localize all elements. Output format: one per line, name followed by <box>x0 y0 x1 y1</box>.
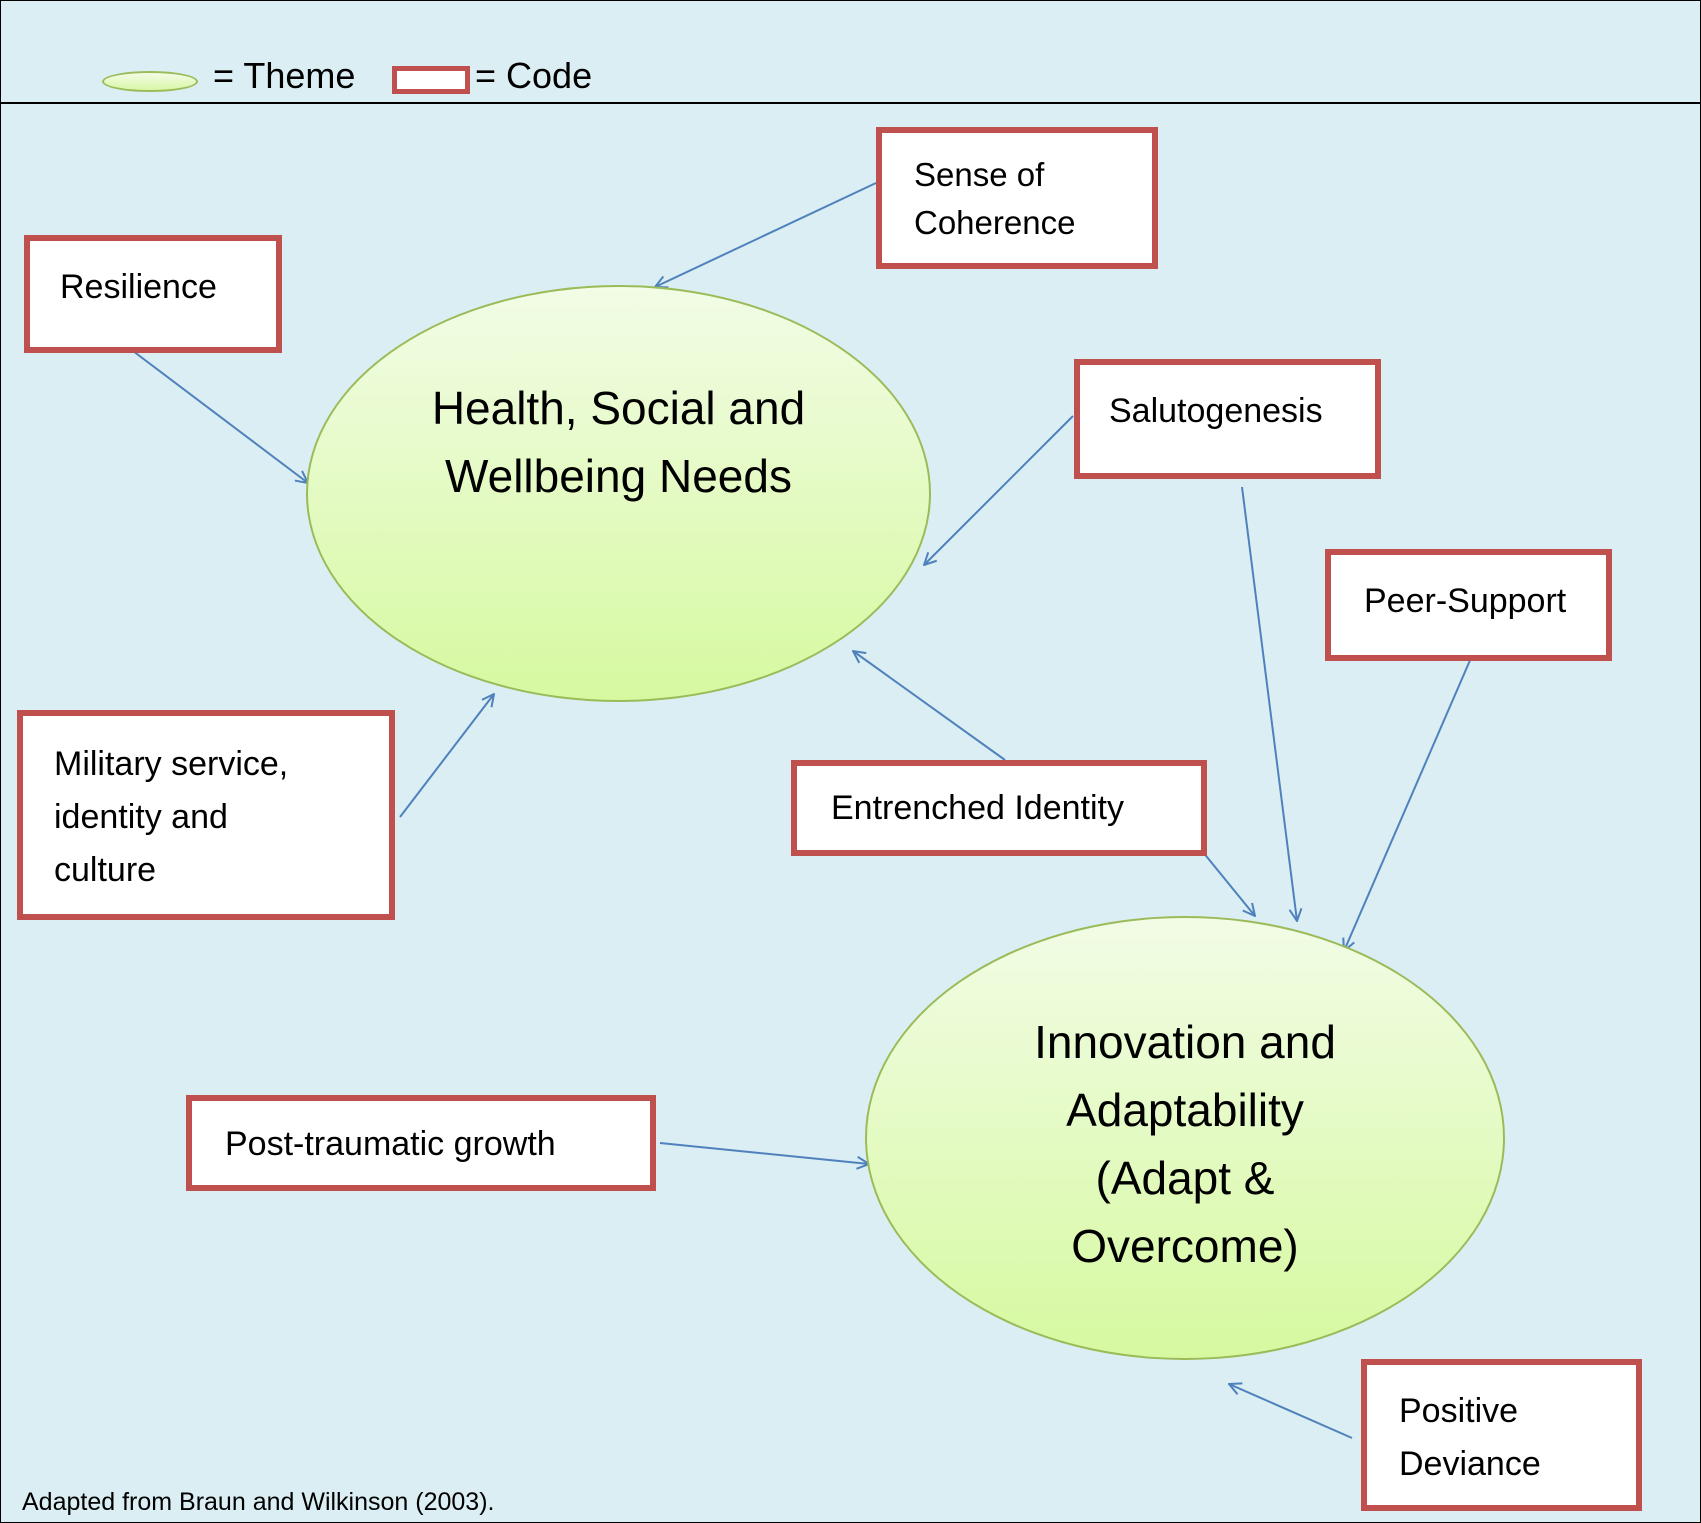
arrow-ptg-to-innovation <box>659 1142 869 1164</box>
arrow-positive-to-innovation <box>1229 1384 1353 1439</box>
code-post-traumatic-growth: Post-traumatic growth <box>186 1095 656 1191</box>
theme-health-social-wellbeing: Health, Social and Wellbeing Needs <box>306 285 931 702</box>
legend-theme-label: = Theme <box>213 55 356 96</box>
legend-theme-swatch <box>102 71 198 92</box>
code-positive-deviance: Positive Deviance <box>1361 1359 1642 1511</box>
arrow-salutogenesis-to-health <box>924 415 1074 565</box>
theme-innovation-adaptability: Innovation and Adaptability (Adapt & Ove… <box>865 916 1505 1360</box>
arrow-military-to-health <box>399 694 494 818</box>
caption: Adapted from Braun and Wilkinson (2003). <box>22 1488 495 1516</box>
legend-code-swatch <box>392 66 470 94</box>
legend: = Theme = Code <box>1 1 1700 104</box>
arrow-peer-to-innovation <box>1344 657 1472 951</box>
theme-innovation-label: Innovation and Adaptability (Adapt & Ove… <box>1034 1016 1336 1272</box>
arrow-entrenched-to-innovation <box>1197 845 1255 916</box>
code-military-service: Military service, identity and culture <box>17 710 395 920</box>
code-resilience: Resilience <box>24 235 282 353</box>
arrow-resilience-to-health <box>132 350 308 483</box>
arrow-sense-to-health <box>655 182 877 287</box>
arrow-salutogenesis-to-innovation <box>1241 486 1297 921</box>
arrow-entrenched-to-health <box>853 651 1006 761</box>
theme-health-label: Health, Social and Wellbeing Needs <box>431 382 806 502</box>
legend-code-label: = Code <box>475 55 593 96</box>
code-entrenched-identity: Entrenched Identity <box>791 760 1207 856</box>
code-salutogenesis: Salutogenesis <box>1074 359 1381 479</box>
code-sense-of-coherence: Sense of Coherence <box>876 127 1158 269</box>
code-peer-support: Peer-Support <box>1325 549 1612 661</box>
